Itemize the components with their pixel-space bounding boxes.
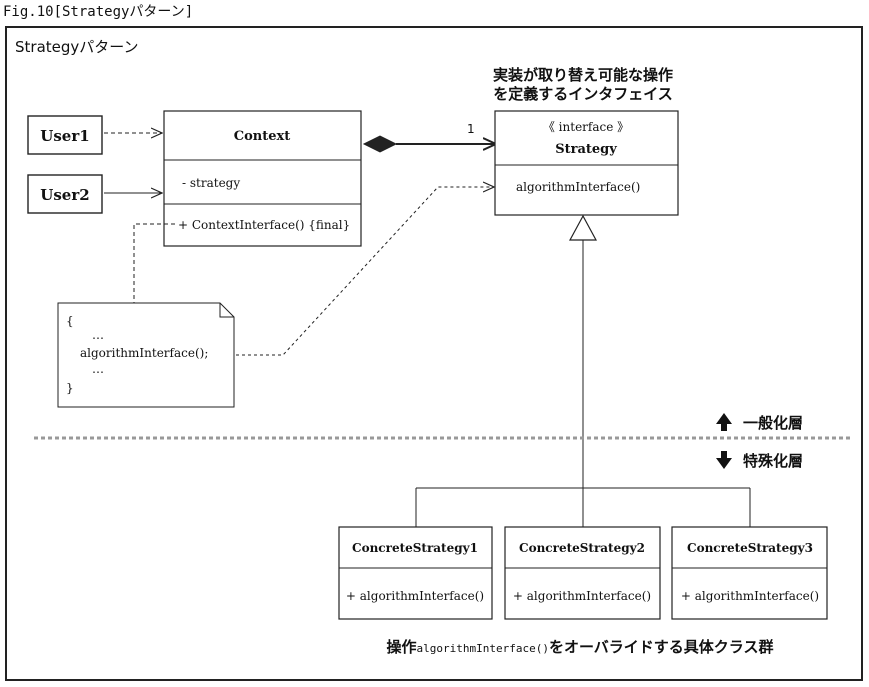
strategy-interface: 《 interface 》 Strategy algorithmInterfac… <box>494 110 679 216</box>
diagram-frame <box>5 26 863 681</box>
upper-layer-label-group: 一般化層 <box>716 413 803 432</box>
frame-title: Strategyパターン <box>15 38 139 56</box>
bottom-note-prefix: 操作 <box>386 638 416 656</box>
concrete-strategy-3: ConcreteStrategy3 + algorithmInterface() <box>671 526 828 620</box>
arrow-down-icon <box>716 451 732 469</box>
composition-association: 1 <box>362 122 496 153</box>
bottom-note-code: algorithmInterface() <box>417 642 549 655</box>
realization-connector <box>415 214 751 527</box>
realization-triangle <box>568 214 598 241</box>
lower-layer-label-group: 特殊化層 <box>716 451 803 470</box>
concrete-strategy-1: ConcreteStrategy1 + algorithmInterface() <box>338 526 493 620</box>
concrete-strategy-1-name: ConcreteStrategy1 <box>352 541 478 555</box>
note-call: algorithmInterface(); <box>80 346 208 360</box>
note-ellipsis1: … <box>92 328 104 342</box>
figure-caption: Fig.10[Strategyパターン] <box>3 4 194 20</box>
note-ellipsis2: … <box>92 362 104 376</box>
concrete-strategy-1-operation: + algorithmInterface() <box>346 589 484 603</box>
strategy-name: Strategy <box>555 142 617 157</box>
arrow-up-icon <box>716 413 732 431</box>
concrete-strategy-2-name: ConcreteStrategy2 <box>519 541 645 555</box>
composition-diamond <box>362 135 398 153</box>
concrete-strategy-3-operation: + algorithmInterface() <box>681 589 819 603</box>
concrete-strategy-2-operation: + algorithmInterface() <box>513 589 651 603</box>
user2-label: User2 <box>40 186 89 204</box>
strategy-stereotype: 《 interface 》 <box>543 120 629 134</box>
context-name: Context <box>234 129 291 144</box>
bottom-note-suffix: をオーバライドする具体クラス群 <box>549 638 774 656</box>
note-open-brace: { <box>66 314 74 328</box>
context-class: Context - strategy + ContextInterface() … <box>163 110 362 247</box>
note-close-brace: } <box>66 381 74 395</box>
upper-layer-label: 一般化層 <box>743 414 803 432</box>
lower-layer-label: 特殊化層 <box>743 452 803 470</box>
user1-label: User1 <box>40 127 89 145</box>
strategy-note-line2: を定義するインタフェイス <box>493 85 673 103</box>
multiplicity-label: 1 <box>467 122 475 136</box>
bottom-note: 操作algorithmInterface()をオーバライドする具体クラス群 <box>386 638 773 656</box>
concrete-strategy-3-name: ConcreteStrategy3 <box>687 541 813 555</box>
user2-box: User2 <box>27 174 103 214</box>
context-operation: + ContextInterface() {final} <box>178 218 350 232</box>
strategy-note-line1: 実装が取り替え可能な操作 <box>493 66 673 84</box>
concrete-strategy-2: ConcreteStrategy2 + algorithmInterface() <box>504 526 661 620</box>
strategy-operation: algorithmInterface() <box>516 180 640 194</box>
context-attribute: - strategy <box>182 176 240 190</box>
user1-box: User1 <box>27 115 103 155</box>
note-anchor-line <box>133 223 175 303</box>
code-note: { … algorithmInterface(); … } <box>57 302 235 408</box>
